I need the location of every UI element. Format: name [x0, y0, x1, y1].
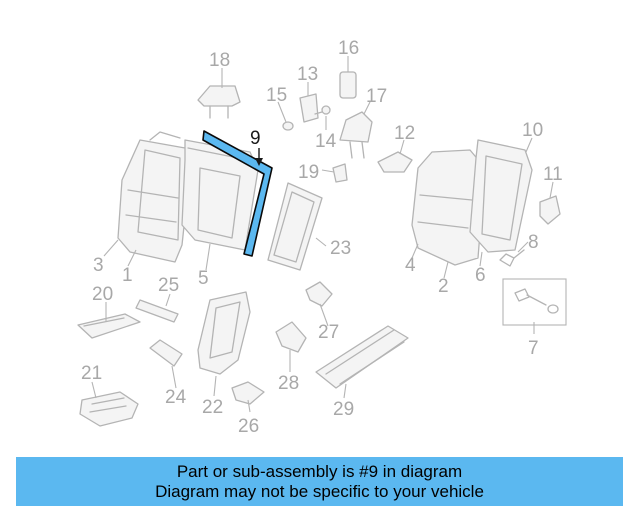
callout-6: 6	[475, 265, 486, 286]
leader-lines	[91, 56, 554, 413]
part-11	[539, 195, 561, 225]
part-16	[339, 71, 357, 99]
callout-19: 19	[298, 162, 319, 183]
parts-diagram: 1 2 3 4 5 6 7 8 9 10 11 12 13 14 15 16 1…	[77, 38, 567, 437]
callout-13: 13	[297, 64, 318, 85]
callout-20: 20	[92, 284, 113, 305]
callout-15: 15	[266, 85, 287, 106]
bracket-27	[305, 281, 333, 307]
callout-2: 2	[438, 276, 449, 297]
callout-23: 23	[330, 238, 351, 259]
part-19	[332, 163, 348, 183]
callout-16: 16	[338, 38, 359, 59]
callout-11: 11	[543, 164, 563, 185]
callout-5: 5	[198, 268, 209, 289]
callout-9: 9	[250, 128, 261, 149]
callout-21: 21	[81, 363, 102, 384]
back-panel-23	[267, 182, 323, 271]
bolt-8	[499, 249, 525, 267]
strip-25	[135, 299, 179, 323]
part-13	[299, 93, 319, 123]
callout-24: 24	[165, 387, 187, 408]
hinge-28	[275, 321, 307, 353]
inset-box-7	[502, 278, 567, 326]
armrest-22	[197, 291, 251, 375]
callout-18: 18	[209, 50, 230, 71]
bolt-14	[314, 105, 331, 115]
arrow-head-9	[255, 158, 263, 166]
callout-14: 14	[315, 131, 337, 152]
callout-1: 1	[122, 265, 133, 286]
bracket-26	[231, 381, 265, 405]
callout-8: 8	[528, 232, 539, 253]
washer-15	[282, 121, 294, 131]
seat-back-cushion-left	[117, 131, 191, 263]
callout-12: 12	[394, 123, 415, 144]
callout-28: 28	[278, 373, 299, 394]
banner-line-disclaimer: Diagram may not be specific to your vehi…	[155, 481, 484, 501]
callout-26: 26	[238, 416, 259, 437]
tray-20	[77, 313, 141, 339]
callout-27: 27	[318, 322, 339, 343]
info-banner: Part or sub-assembly is #9 in diagram Di…	[16, 457, 623, 506]
callout-29: 29	[333, 399, 354, 420]
banner-line-part: Part or sub-assembly is #9 in diagram	[176, 461, 463, 481]
seat-back-frame-right	[469, 139, 533, 253]
clip-12	[377, 151, 413, 173]
callout-17: 17	[366, 86, 387, 107]
callout-10: 10	[522, 120, 543, 141]
callout-25: 25	[158, 275, 179, 296]
headrest-17	[339, 111, 373, 159]
panel-24	[149, 339, 183, 367]
callout-22: 22	[202, 397, 223, 418]
rail-29	[315, 325, 409, 389]
callout-7: 7	[528, 338, 539, 359]
callout-4: 4	[405, 255, 416, 276]
seat-back-cushion-right	[411, 149, 486, 266]
callout-3: 3	[93, 255, 104, 276]
mechanism-21	[79, 391, 139, 427]
headrest-18	[197, 85, 241, 119]
highlighted-part-9	[202, 130, 273, 257]
